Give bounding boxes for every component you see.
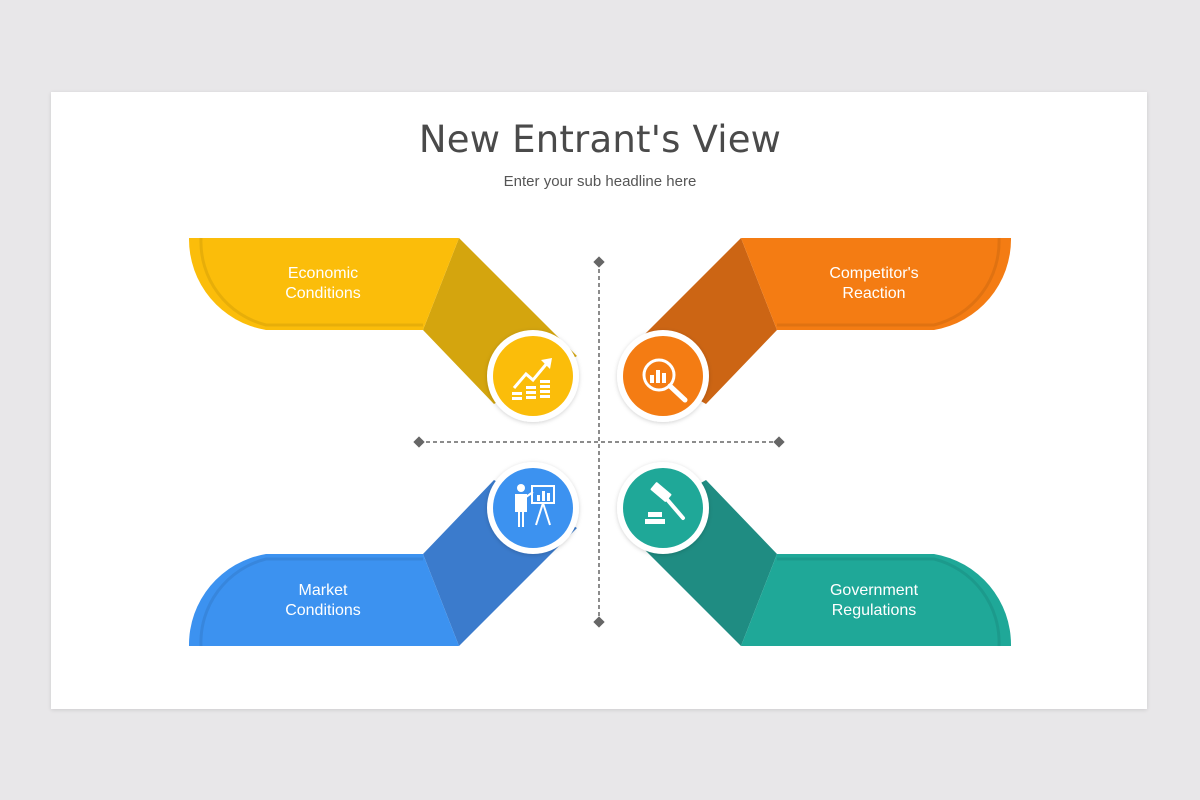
band-economic — [188, 238, 459, 330]
band-competitor — [741, 238, 1012, 330]
presenter-board-icon — [515, 484, 555, 527]
axis-lines — [413, 256, 785, 628]
slide-title: New Entrant's View — [418, 118, 782, 161]
quadrant-government-regulations — [617, 462, 1012, 647]
label-government-regulations: Government Regulations — [829, 582, 919, 619]
label-market-conditions: Market Conditions — [285, 582, 361, 619]
quadrant-economic-conditions — [188, 237, 579, 422]
quadrant-market-conditions — [188, 462, 579, 647]
growth-coins-icon — [512, 358, 552, 400]
label-competitors-reaction: Competitor's Reaction — [829, 265, 919, 302]
band-market — [188, 554, 460, 646]
band-government — [741, 554, 1012, 646]
quadrant-competitors-reaction — [617, 237, 1012, 422]
label-economic-conditions: Economic Conditions — [285, 265, 361, 302]
slide-subtitle: Enter your sub headline here — [503, 173, 697, 190]
magnifier-chart-icon — [642, 358, 688, 403]
gavel-icon — [645, 482, 685, 524]
